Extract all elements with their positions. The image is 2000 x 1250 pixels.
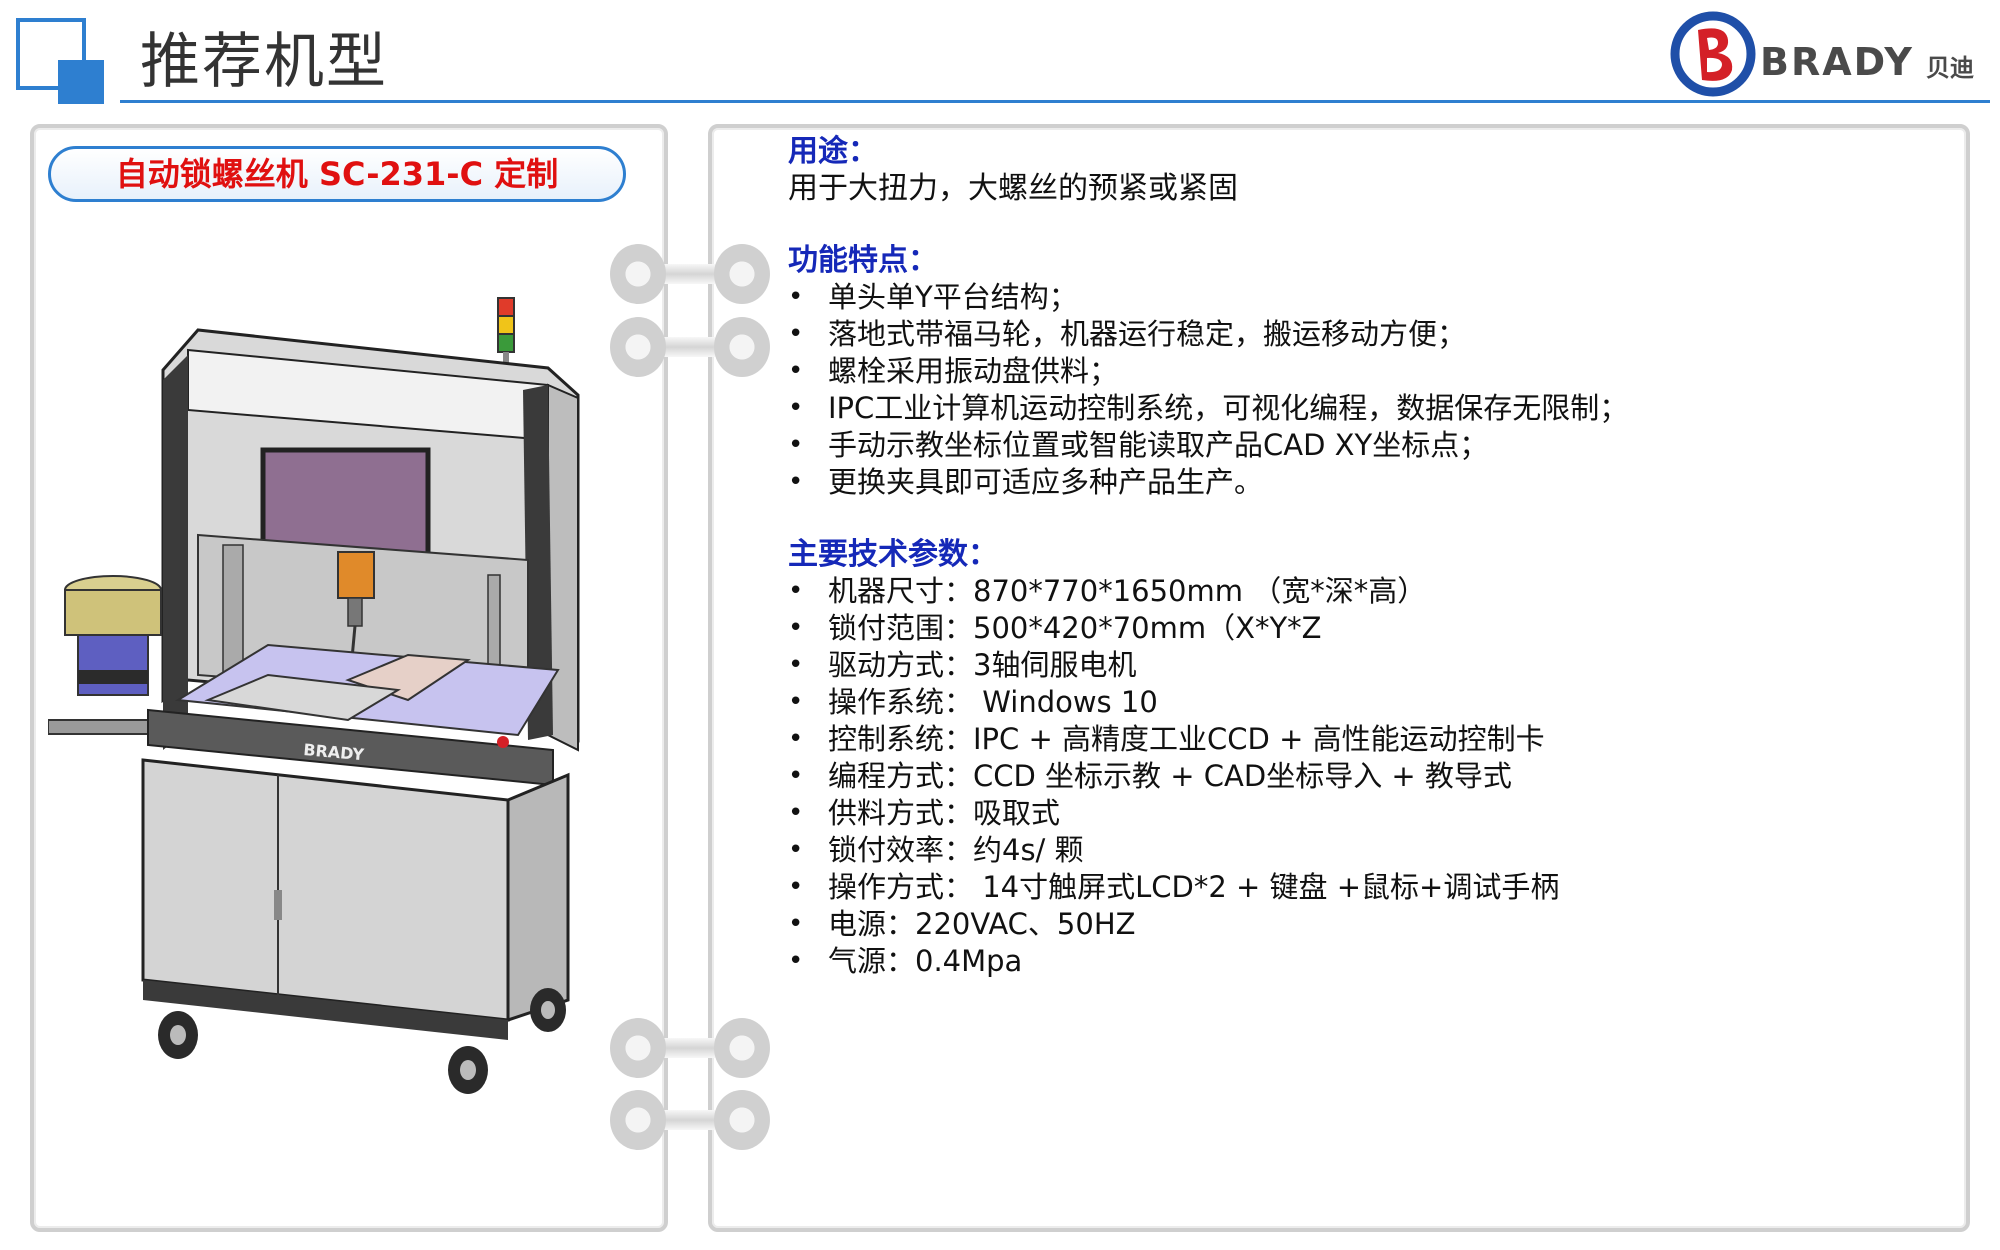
binder-ring-icon — [610, 317, 770, 377]
model-name-badge: 自动锁螺丝机 SC-231-C 定制 — [48, 146, 626, 202]
header-decor-square-fill — [58, 60, 104, 104]
list-item: 操作方式： 14寸触屏式LCD*2 + 键盘 +鼠标+调试手柄 — [788, 869, 1938, 906]
list-item: 机器尺寸：870*770*1650mm （宽*深*高） — [788, 573, 1938, 610]
binder-ring-icon — [610, 244, 770, 304]
logo-chinese-name: 贝迪 — [1926, 54, 1974, 82]
list-item: 电源：220VAC、50HZ — [788, 906, 1938, 943]
list-item: 手动示教坐标位置或智能读取产品CAD XY坐标点； — [788, 427, 1938, 464]
list-item: 锁付范围：500*420*70mm（X*Y*Z — [788, 610, 1938, 647]
list-item: 螺栓采用振动盘供料； — [788, 353, 1938, 390]
page-title: 推荐机型 — [140, 27, 388, 97]
header-decor-square-outline — [16, 18, 86, 90]
list-item: IPC工业计算机运动控制系统，可视化编程，数据保存无限制； — [788, 390, 1938, 427]
specs-list: 机器尺寸：870*770*1650mm （宽*深*高） 锁付范围：500*420… — [788, 573, 1938, 980]
list-item: 编程方式：CCD 坐标示教 + CAD坐标导入 + 教导式 — [788, 758, 1938, 795]
list-item: 更换夹具即可适应多种产品生产。 — [788, 464, 1938, 501]
header-divider — [120, 100, 1990, 103]
features-title: 功能特点： — [788, 243, 938, 278]
specs-title: 主要技术参数： — [788, 537, 998, 572]
usage-title: 用途： — [788, 134, 878, 169]
screw-locking-machine-illustration: BRADY — [48, 297, 580, 1094]
list-item: 操作系统： Windows 10 — [788, 684, 1938, 721]
list-item: 锁付效率：约4s/ 颗 — [788, 832, 1938, 869]
features-list: 单头单Y平台结构； 落地式带福马轮，机器运行稳定，搬运移动方便； 螺栓采用振动盘… — [788, 279, 1938, 501]
list-item: 驱动方式：3轴伺服电机 — [788, 647, 1938, 684]
list-item: 落地式带福马轮，机器运行稳定，搬运移动方便； — [788, 316, 1938, 353]
list-item: 气源：0.4Mpa — [788, 943, 1938, 980]
list-item: 单头单Y平台结构； — [788, 279, 1938, 316]
logo-wordmark: BRADY — [1760, 40, 1914, 84]
brady-b-logo-icon — [1670, 11, 1756, 97]
usage-text: 用于大扭力，大螺丝的预紧或紧固 — [788, 171, 1238, 206]
product-details: 用途： 用于大扭力，大螺丝的预紧或紧固 功能特点： 单头单Y平台结构； 落地式带… — [788, 134, 1938, 980]
binder-ring-icon — [610, 1090, 770, 1150]
list-item: 供料方式：吸取式 — [788, 795, 1938, 832]
list-item: 控制系统：IPC + 高精度工业CCD + 高性能运动控制卡 — [788, 721, 1938, 758]
brady-logo: BRADY 贝迪 — [1668, 10, 1988, 98]
binder-ring-icon — [610, 1018, 770, 1078]
